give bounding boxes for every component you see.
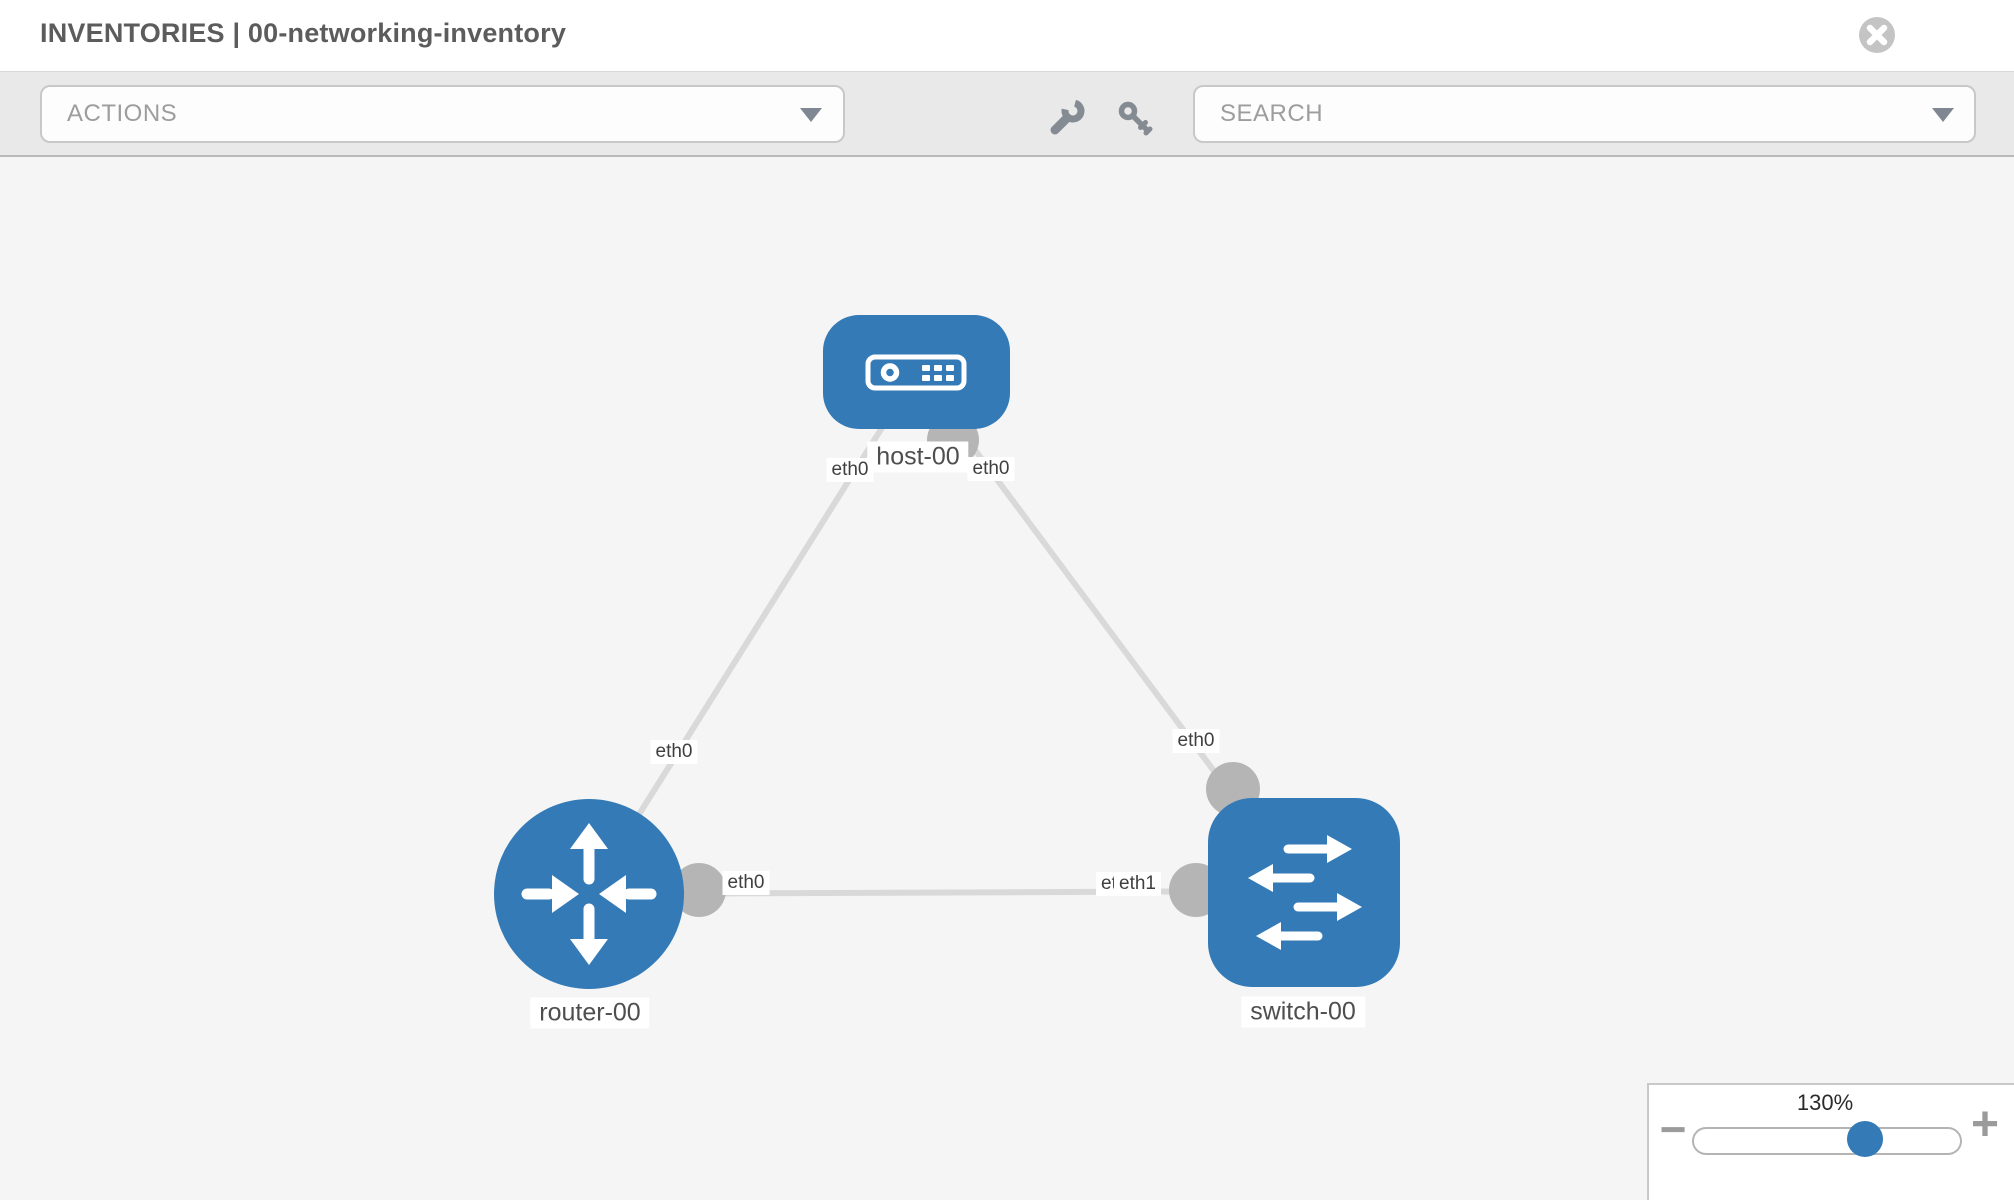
node-router[interactable]: [494, 799, 684, 989]
chevron-down-icon: [800, 108, 822, 122]
actions-dropdown[interactable]: ACTIONS: [40, 85, 845, 143]
close-button[interactable]: [1859, 17, 1895, 53]
actions-dropdown-label: ACTIONS: [67, 100, 178, 127]
search-placeholder: SEARCH: [1220, 100, 1324, 127]
switch-icon: [1248, 835, 1362, 950]
app-header: INVENTORIES | 00-networking-inventory: [0, 0, 2014, 72]
interface-label-switch-top: eth0: [1172, 729, 1220, 753]
page-title: INVENTORIES | 00-networking-inventory: [40, 18, 567, 48]
node-label-switch: switch-00: [1241, 996, 1365, 1028]
zoom-out-button[interactable]: −: [1659, 1103, 1687, 1155]
zoom-level-label: 130%: [1796, 1090, 1854, 1115]
topology-canvas[interactable]: host-00 router-00 switch-00 eth0 eth0 et…: [0, 157, 2014, 1200]
host-icon: [865, 354, 967, 391]
wrench-button[interactable]: [1046, 98, 1086, 138]
node-host[interactable]: [823, 315, 1010, 429]
interface-dots-layer: [672, 414, 1260, 917]
interface-label-router-host-link: eth0: [650, 740, 698, 764]
zoom-slider-thumb[interactable]: [1847, 1121, 1883, 1157]
wrench-icon: [1050, 99, 1085, 135]
node-label-router: router-00: [530, 997, 650, 1029]
toolbar: ACTIONS SEARCH: [0, 72, 2014, 157]
topology-graph: [494, 315, 1400, 989]
zoom-control-panel: 130% − +: [1647, 1083, 2014, 1200]
zoom-slider-track[interactable]: [1692, 1127, 1962, 1155]
interface-label-switch-left-eth1: eth1: [1114, 872, 1161, 896]
node-switch[interactable]: [1208, 798, 1400, 987]
search-dropdown[interactable]: SEARCH: [1193, 85, 1976, 143]
interface-label-router-right: eth0: [722, 871, 770, 895]
zoom-in-button[interactable]: +: [1970, 1098, 2000, 1151]
key-icon: [1118, 101, 1153, 136]
key-button[interactable]: [1116, 99, 1156, 139]
interface-dot-router: [672, 863, 726, 917]
node-label-host: host-00: [867, 441, 969, 473]
chevron-down-icon: [1932, 108, 1954, 122]
close-icon: [1866, 24, 1888, 46]
router-icon: [521, 823, 657, 965]
interface-label-host-right: eth0: [967, 457, 1015, 481]
interface-label-host-left: eth0: [826, 458, 874, 482]
